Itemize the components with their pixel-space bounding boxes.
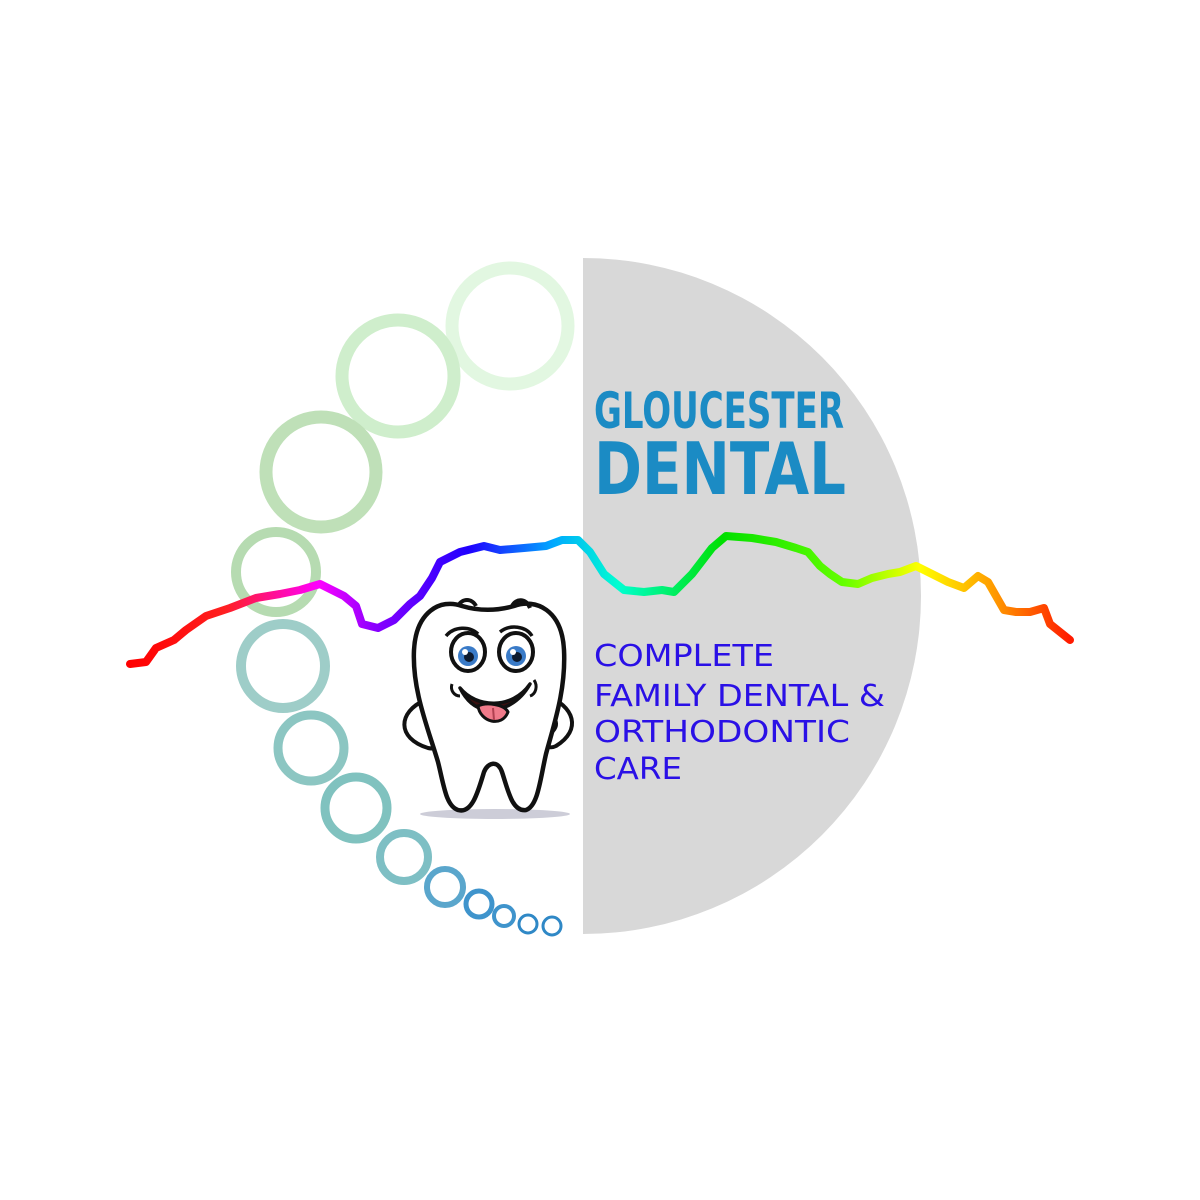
ring [492,904,516,928]
ring-arc [231,261,575,937]
half-disc-background [583,258,921,934]
ring [273,710,349,786]
ring [463,888,495,920]
rainbow-arch-wire [126,532,1074,668]
ring [335,313,461,439]
cartoon-tooth-mascot-icon [402,598,574,819]
brand-name-line-2: DENTAL [594,427,846,511]
ring [259,410,383,534]
ring [424,866,466,908]
tagline-line: FAMILY DENTAL & [594,679,885,714]
brand-name-line-1: GLOUCESTER [594,382,844,440]
ring [236,619,330,713]
tagline-line: COMPLETE [594,639,774,674]
ring [445,261,575,391]
ring [541,915,563,937]
tagline-line: CARE [594,752,682,787]
tagline-line: ORTHODONTIC [594,715,850,750]
ring [231,527,321,617]
ring [320,772,392,844]
tagline: COMPLETE FAMILY DENTAL & ORTHODONTIC CAR… [594,639,885,787]
ring [376,829,432,885]
ring [517,913,539,935]
